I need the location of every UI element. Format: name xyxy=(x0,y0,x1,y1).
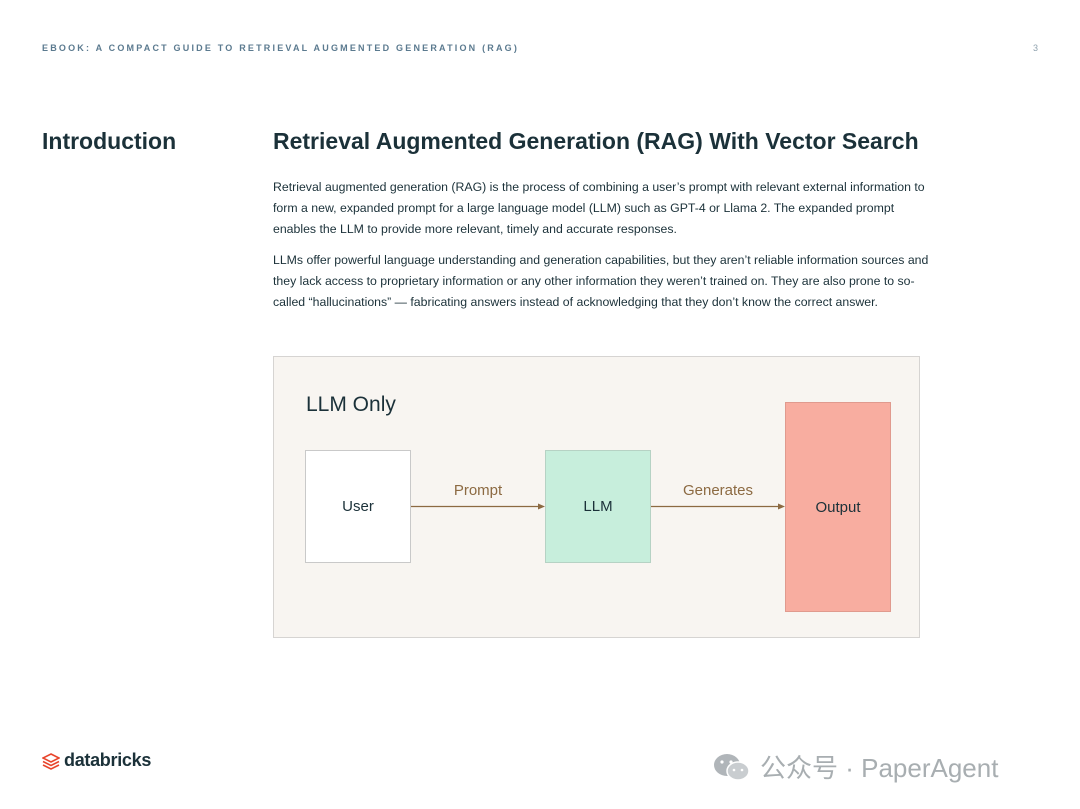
databricks-logo-text: databricks xyxy=(64,750,152,770)
wechat-icon xyxy=(714,753,750,781)
page-number: 3 xyxy=(1032,43,1038,53)
databricks-stack-icon xyxy=(42,752,60,770)
section-label: Introduction xyxy=(42,128,177,154)
llm-node: LLM xyxy=(545,450,651,563)
user-node: User xyxy=(305,450,411,563)
llm-only-diagram: LLM Only User Prompt LLM Generates Outpu… xyxy=(273,356,920,638)
llm-node-label: LLM xyxy=(583,498,613,515)
generates-arrowhead xyxy=(778,503,785,510)
page-heading: Retrieval Augmented Generation (RAG) Wit… xyxy=(273,128,919,154)
watermark-text: 公众号 · PaperAgent xyxy=(760,753,999,783)
diagram-title: LLM Only xyxy=(306,393,396,416)
databricks-logo: databricks xyxy=(42,750,151,771)
output-node: Output xyxy=(785,402,891,612)
output-node-label: Output xyxy=(815,498,861,516)
generates-edge-label: Generates xyxy=(682,482,754,499)
diagram-arrows xyxy=(411,503,785,510)
prompt-arrowhead xyxy=(538,503,545,510)
intro-paragraph-1: Retrieval augmented generation (RAG) is … xyxy=(273,180,925,236)
intro-paragraph-2: LLMs offer powerful language understandi… xyxy=(273,253,929,309)
ebook-header-title: EBOOK: A COMPACT GUIDE TO RETRIEVAL AUGM… xyxy=(42,43,520,53)
user-node-label: User xyxy=(342,498,374,515)
wechat-watermark: 公众号 · PaperAgent xyxy=(712,748,998,785)
prompt-edge-label: Prompt xyxy=(453,482,503,499)
